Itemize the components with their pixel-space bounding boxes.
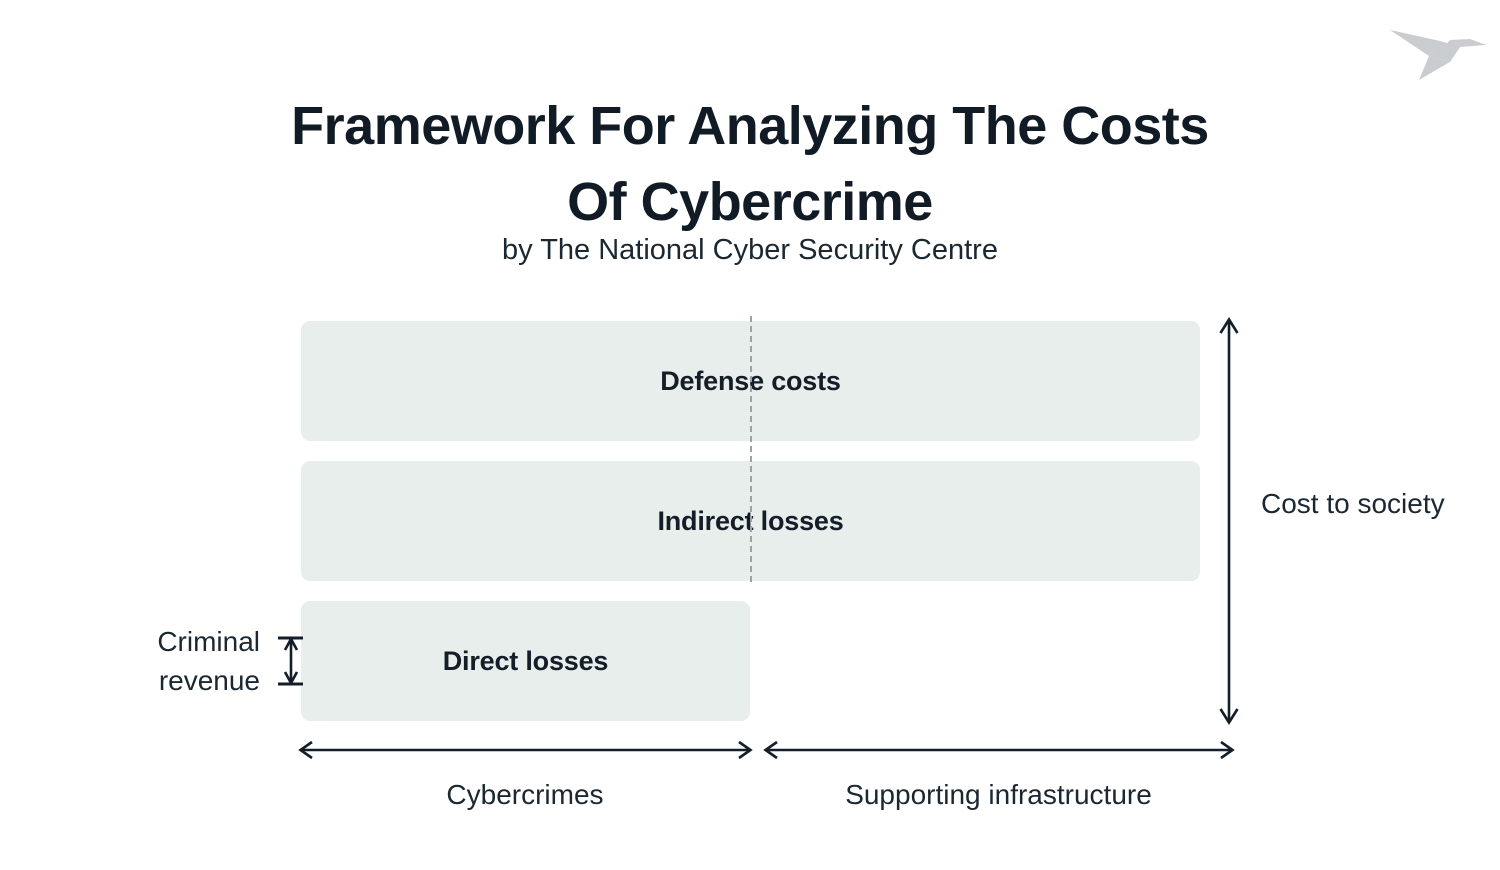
label-cybercrimes: Cybercrimes	[446, 779, 604, 810]
cybercrimes-arrow	[298, 740, 753, 760]
origami-bird-logo	[1388, 18, 1488, 80]
criminal-revenue-arrow	[278, 636, 303, 686]
cost-to-society-arrow	[1219, 317, 1239, 725]
page-title-line-2: Of Cybercrime	[567, 172, 933, 233]
bar-label-direct-losses: Direct losses	[442, 645, 609, 676]
page-subtitle: by The National Cyber Security Centre	[502, 234, 998, 266]
label-cost-to-society: Cost to society	[1261, 488, 1445, 519]
label-supporting-infrastructure: Supporting infrastructure	[845, 779, 1152, 810]
bar-direct-losses: Direct losses	[301, 601, 750, 721]
page-title-line-1: Framework For Analyzing The Costs	[291, 96, 1209, 157]
segment-divider-dashed-line	[750, 316, 752, 582]
supporting-infrastructure-arrow	[763, 740, 1235, 760]
label-criminal-revenue: Criminal revenue	[157, 626, 260, 696]
page-title: Framework For Analyzing The Costs Of Cyb…	[0, 88, 1500, 240]
